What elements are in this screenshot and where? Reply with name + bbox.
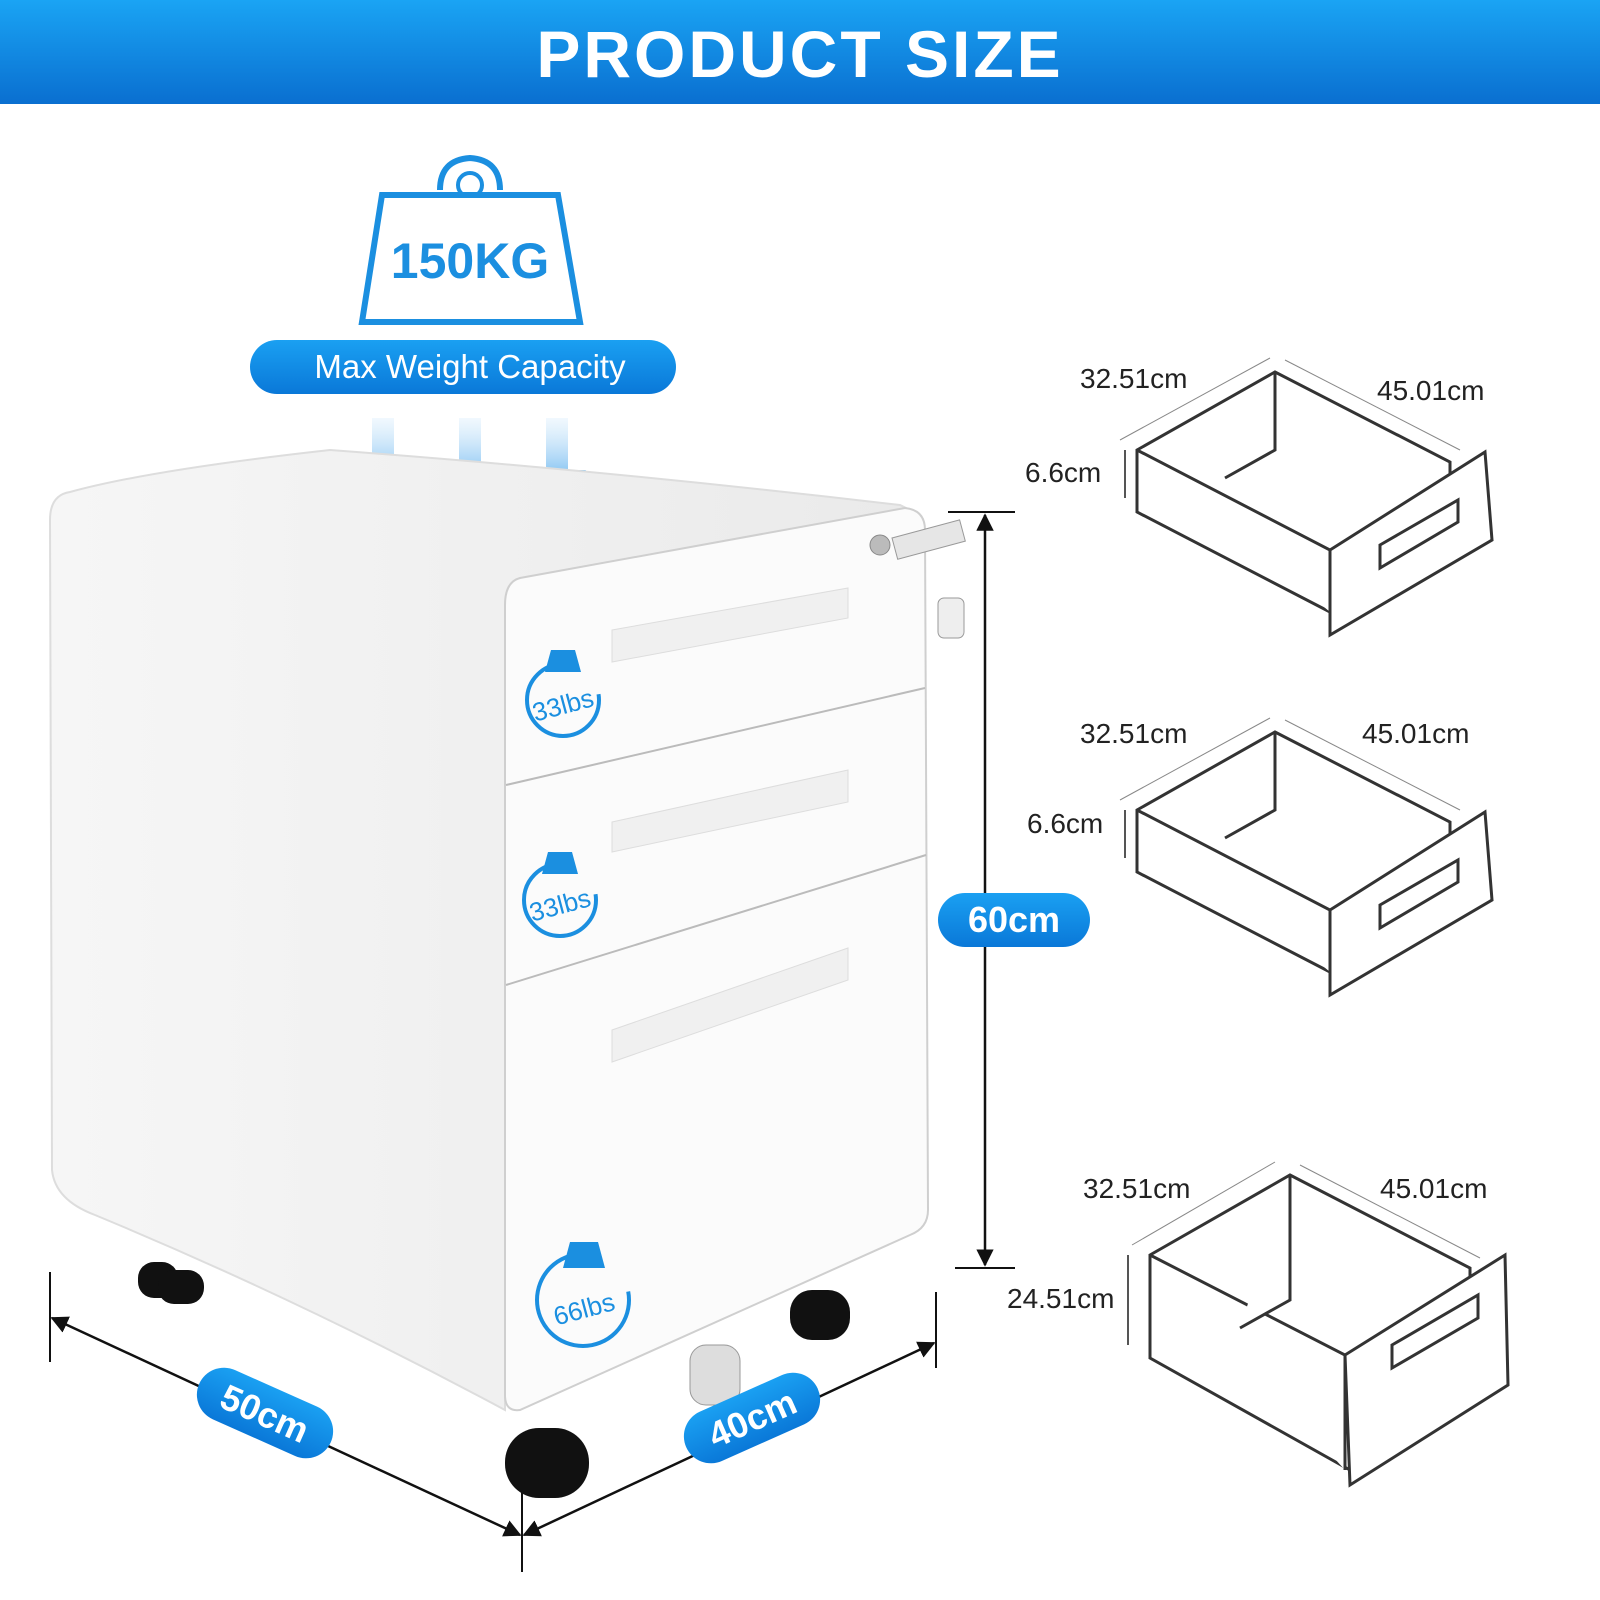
drawer-diagram-1: 32.51cm 45.01cm 6.6cm xyxy=(1025,357,1494,638)
weight-icon: 150KG xyxy=(358,154,584,325)
drawer-diagram-3: 32.51cm 45.01cm 24.51cm xyxy=(1007,1161,1510,1488)
weight-icon xyxy=(563,1242,605,1268)
drawer-height: 6.6cm xyxy=(1027,808,1103,839)
drawer-length: 45.01cm xyxy=(1377,375,1484,406)
drawer-height: 24.51cm xyxy=(1007,1283,1114,1314)
drawer-length: 45.01cm xyxy=(1362,718,1469,749)
drawer-diagram-2: 32.51cm 45.01cm 6.6cm xyxy=(1027,717,1494,998)
lock-icon xyxy=(869,519,966,639)
drawer-width: 32.51cm xyxy=(1080,363,1187,394)
height-dimension: 60cm xyxy=(938,511,1090,1269)
max-weight-caption: Max Weight Capacity xyxy=(314,348,626,385)
max-weight-value: 150KG xyxy=(391,233,549,289)
max-weight-pill: Max Weight Capacity xyxy=(250,340,676,394)
drawer-width: 32.51cm xyxy=(1083,1173,1190,1204)
weight-icon xyxy=(542,852,578,874)
weight-icon xyxy=(545,650,581,672)
drawer-width: 32.51cm xyxy=(1080,718,1187,749)
drawer-height: 6.6cm xyxy=(1025,457,1101,488)
height-label: 60cm xyxy=(968,899,1060,940)
drawer-length: 45.01cm xyxy=(1380,1173,1487,1204)
page-title: PRODUCT SIZE xyxy=(536,17,1063,91)
header-banner: PRODUCT SIZE xyxy=(0,0,1600,104)
filing-cabinet xyxy=(48,448,966,1498)
